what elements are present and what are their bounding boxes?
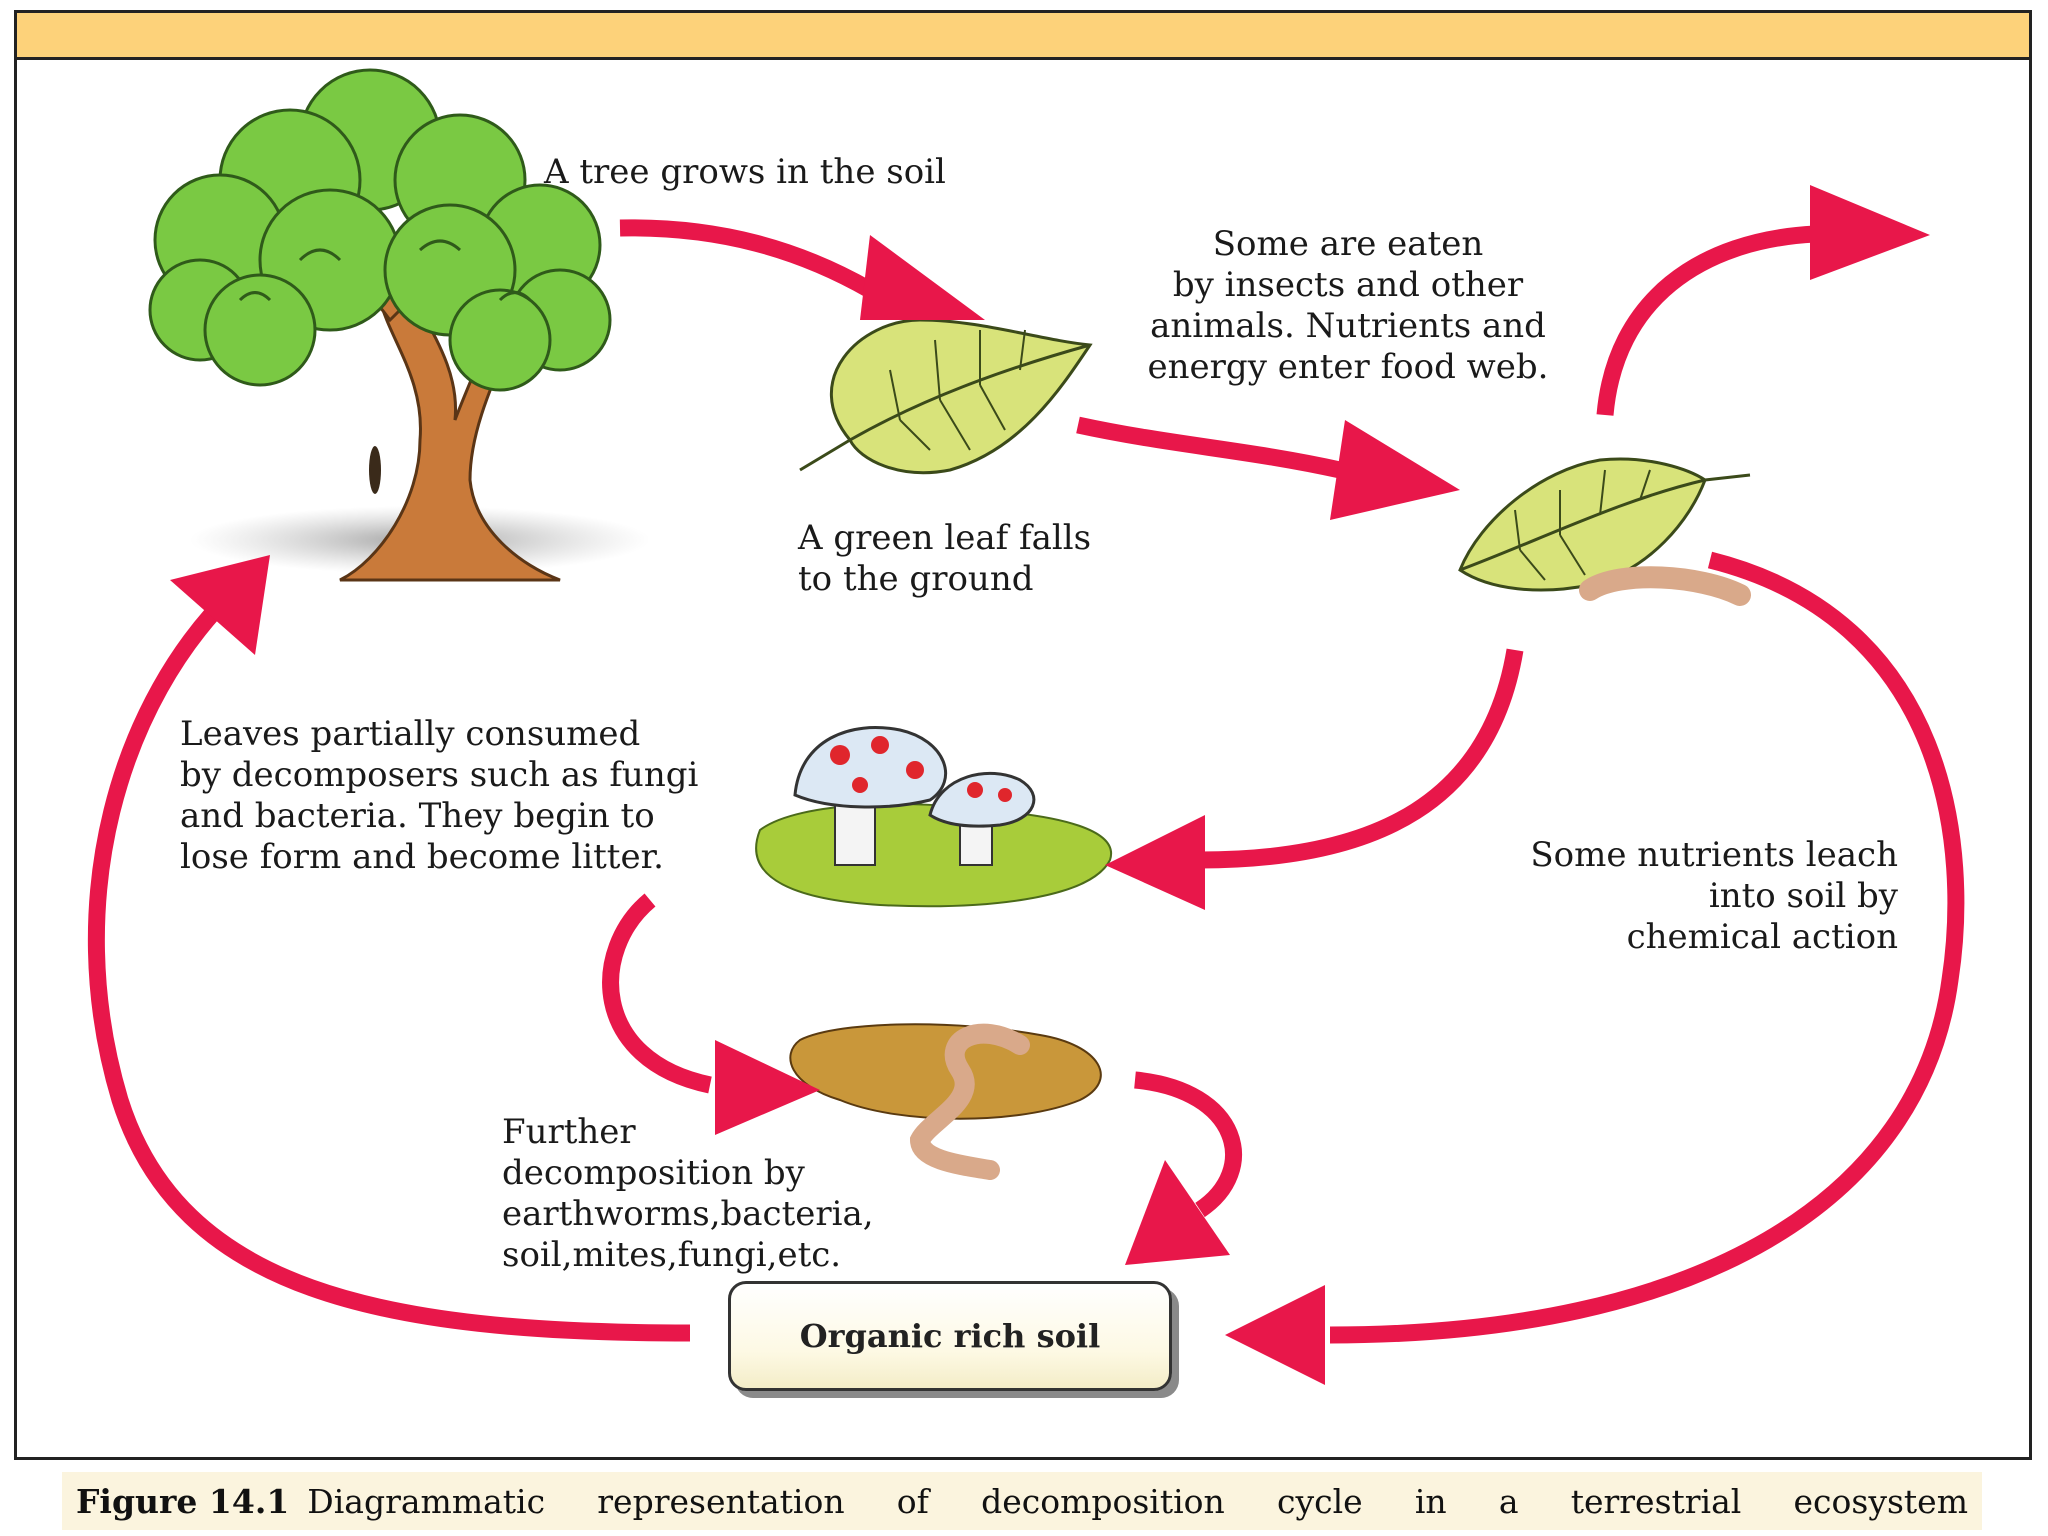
- arrow-soil-patch-to-soil: [1134, 1071, 1242, 1218]
- label-further-decomposition: Further decomposition by earthworms,bact…: [502, 1112, 874, 1275]
- eaten-leaf-icon: [1458, 457, 1751, 592]
- organic-soil-box: Organic rich soil: [728, 1281, 1172, 1391]
- label-eaten: Some are eaten by insects and other anim…: [1147, 224, 1549, 387]
- falling-leaf-icon: [799, 318, 1093, 475]
- arrow-to-food-web: [1596, 225, 1816, 416]
- label-decomposers: Leaves partially consumed by decomposers…: [180, 714, 699, 877]
- arrow-leaf-to-eaten: [1076, 416, 1342, 479]
- caption-text: Diagrammatic representation of decomposi…: [307, 1481, 1968, 1521]
- cycle-arrows: [87, 185, 1965, 1385]
- caption-label: Figure 14.1: [76, 1481, 290, 1521]
- arrow-soil-to-tree: [87, 583, 691, 1342]
- figure-caption: Figure 14.1 Diagrammatic representation …: [62, 1472, 1982, 1530]
- arrow-leaf-to-eaten-head: [1330, 420, 1460, 520]
- earthworm-soil-icon: [789, 1023, 1102, 1180]
- tree-icon: [148, 68, 650, 582]
- header-band: [17, 13, 2029, 60]
- arrow-leach-to-soil: [1329, 551, 1965, 1344]
- arrow-soil-patch-to-soil-head: [1125, 1160, 1230, 1265]
- arrow-soil-to-tree-head: [170, 555, 270, 655]
- arrow-eaten-to-mushrooms: [1199, 648, 1524, 869]
- label-leaf-falls: A green leaf falls to the ground: [798, 518, 1092, 599]
- arrow-tree-to-leaf-head: [860, 235, 985, 320]
- mushroom-litter-icon: [755, 726, 1113, 908]
- arrow-tree-to-leaf: [619, 219, 875, 298]
- arrow-mushrooms-to-soil-patch: [602, 893, 712, 1094]
- organic-soil-label: Organic rich soil: [799, 1317, 1101, 1355]
- arrow-mushrooms-to-soil-patch-head: [715, 1040, 820, 1135]
- arrow-eaten-to-mushrooms-head: [1105, 815, 1205, 910]
- label-tree-grows: A tree grows in the soil: [544, 152, 946, 192]
- caterpillar-icon: [1579, 566, 1751, 606]
- label-leach: Some nutrients leach into soil by chemic…: [1530, 835, 1898, 957]
- arrow-to-food-web-head: [1810, 185, 1930, 280]
- arrow-leach-to-soil-head: [1225, 1285, 1325, 1385]
